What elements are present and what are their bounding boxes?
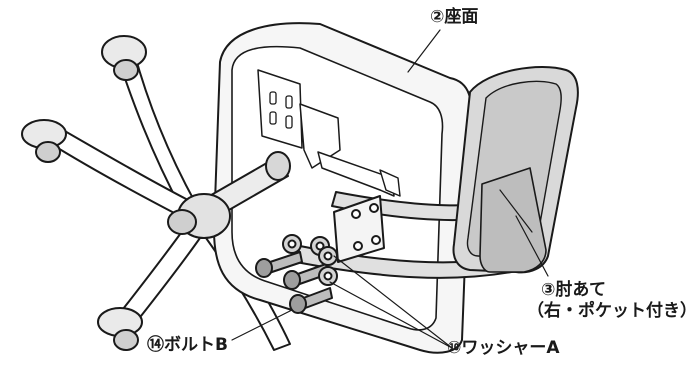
armrest-pad (452, 65, 579, 274)
armrest-label: ③肘あて (541, 280, 607, 300)
bolt (289, 287, 333, 314)
bolt-set (255, 251, 333, 314)
armrest-pocket (479, 167, 547, 273)
bolt-label: ⑭ボルトB (147, 335, 228, 355)
seat-leader (407, 29, 441, 73)
washer-leader (329, 281, 453, 349)
washer-set (282, 234, 338, 286)
leader-lines (231, 29, 549, 349)
gas-lift (167, 151, 291, 239)
washer (318, 266, 338, 286)
washer (282, 234, 302, 254)
washer-leader (333, 255, 453, 349)
caster-wheel (97, 307, 143, 351)
bolt (255, 251, 303, 278)
caster-wheel (21, 119, 67, 163)
armrest-leader (515, 215, 549, 277)
caster-wheel (101, 35, 147, 81)
washer-label: ⑩ワッシャーA (447, 338, 560, 358)
bolt-leader (231, 309, 293, 341)
armrest-sublabel: （右・ポケット付き） (527, 301, 697, 321)
washer (318, 246, 338, 266)
seat-label: ②座面 (430, 7, 479, 27)
